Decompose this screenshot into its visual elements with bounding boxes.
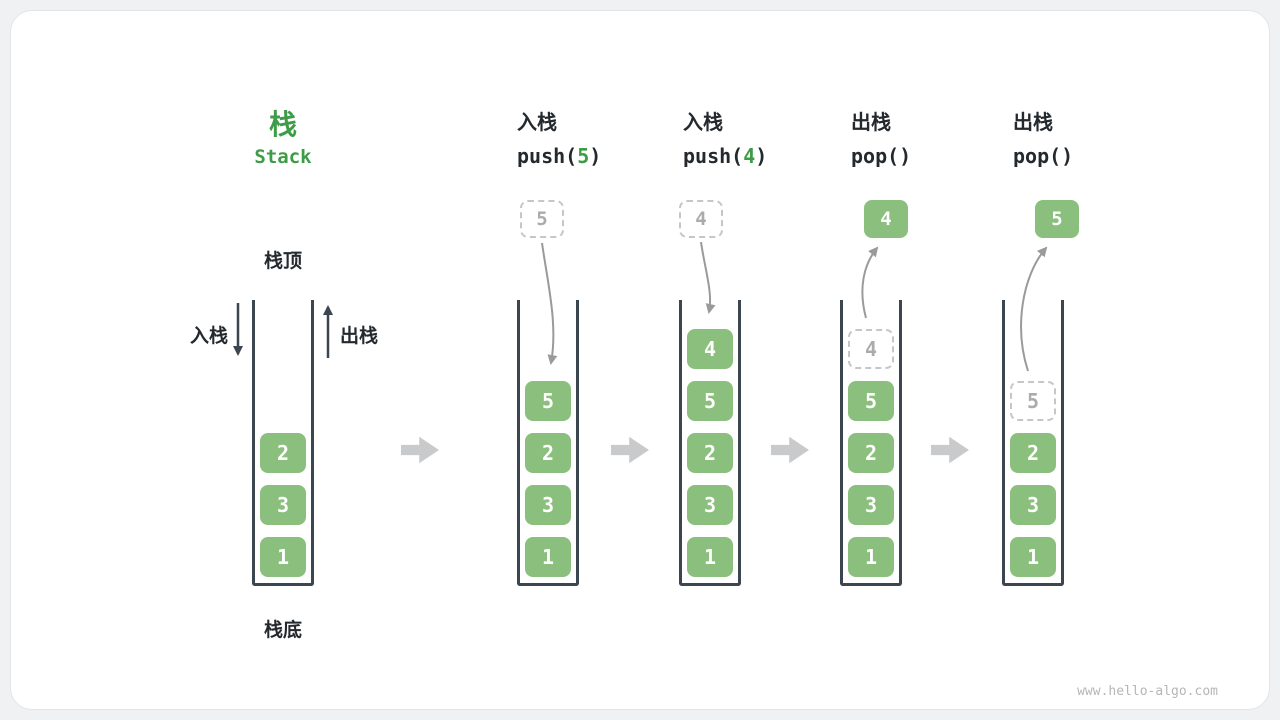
step-heading-pop1: 出栈 pop() [851,106,1011,168]
step-op-code: pop() [851,144,912,168]
stack-container-4: 4 5 2 3 1 [840,300,902,586]
step-op-label: 出栈 [1013,112,1053,134]
stack-container-3: 4 5 2 3 1 [679,300,741,586]
stack-cell: 3 [848,485,894,525]
stack-cell: 2 [687,433,733,473]
stack-bottom-label: 栈底 [263,620,302,641]
stack-cell: 1 [848,537,894,577]
stack-cell: 2 [848,433,894,473]
stack-container-1: 2 3 1 [252,300,314,586]
stack-cell: 2 [1010,433,1056,473]
step-op-code: push(4) [683,144,768,168]
diagram-card [10,10,1270,710]
stack-container-5: 5 2 3 1 [1002,300,1064,586]
step-op-code: push(5) [517,144,602,168]
step-op-label: 入栈 [683,112,723,134]
stack-cell: 3 [260,485,306,525]
stack-cell: 3 [525,485,571,525]
stack-cell: 5 [525,381,571,421]
diagram-title-zh: 栈 [268,109,297,140]
site-watermark: www.hello-algo.com [1077,684,1218,699]
floating-value-box-push5: 5 [520,200,564,238]
stack-cell: 2 [525,433,571,473]
stack-cell: 1 [260,537,306,577]
step-op-label: 出栈 [851,112,891,134]
stack-cell: 1 [1010,537,1056,577]
floating-value-box-pop4: 4 [864,200,908,238]
step-heading-pop2: 出栈 pop() [1013,106,1173,168]
stack-cell: 3 [1010,485,1056,525]
stack-cell: 5 [848,381,894,421]
stack-cell: 4 [687,329,733,369]
step-op-code: pop() [1013,144,1074,168]
step-op-label: 入栈 [517,112,557,134]
step-heading-push4: 入栈 push(4) [683,106,843,168]
stack-cell: 1 [525,537,571,577]
pop-side-label: 出栈 [340,326,379,347]
push-side-label: 入栈 [189,326,228,347]
stack-cell: 3 [687,485,733,525]
stack-cell: 1 [687,537,733,577]
stack-cell: 2 [260,433,306,473]
floating-value-box-push4: 4 [679,200,723,238]
floating-value-box-pop5: 5 [1035,200,1079,238]
stack-cell-removed: 4 [848,329,894,369]
stack-top-label: 栈顶 [263,251,302,272]
diagram-title-en: Stack [254,146,312,168]
stack-cell-removed: 5 [1010,381,1056,421]
step-heading-push5: 入栈 push(5) [517,106,677,168]
stack-container-2: 5 2 3 1 [517,300,579,586]
stack-cell: 5 [687,381,733,421]
